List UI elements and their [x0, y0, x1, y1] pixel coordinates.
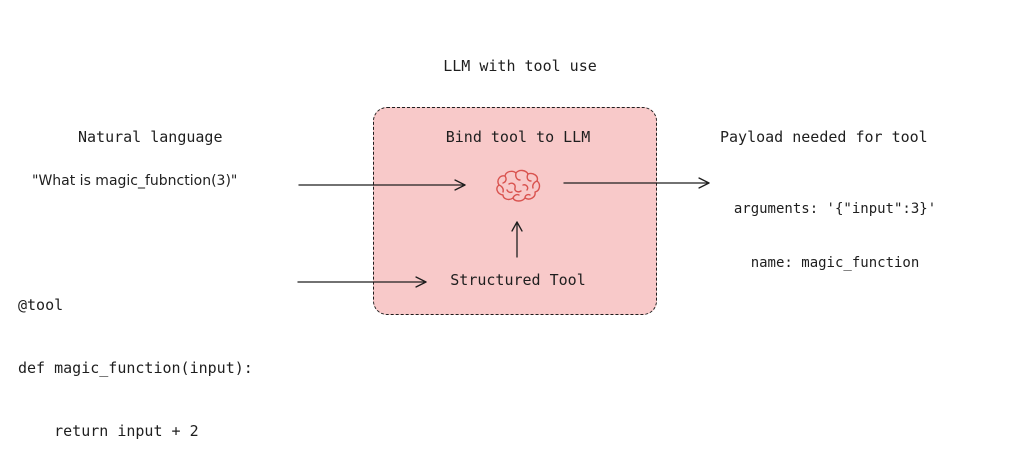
structured-tool-label: Structured Tool: [450, 271, 586, 289]
payload-name: name: magic_function: [750, 255, 920, 271]
natural-language-question: "What is magic_fubnction(3)": [32, 173, 238, 189]
arrow-question-to-llm: [298, 179, 466, 191]
payload-block: arguments: '{"input":3}' name: magic_fun…: [700, 164, 970, 290]
arrows-layer: [297, 177, 710, 288]
code-line: return input + 2: [18, 422, 199, 440]
bind-tool-box: [373, 107, 657, 315]
bind-tool-title: Bind tool to LLM: [445, 128, 591, 146]
payload-arguments: arguments: '{"input":3}': [733, 201, 937, 217]
payload-header: Payload needed for tool: [720, 128, 928, 146]
arrow-llm-to-payload: [563, 177, 710, 189]
diagram-title: LLM with tool use: [443, 57, 597, 75]
code-line: def magic_function(input):: [18, 359, 253, 377]
arrow-structured-tool-to-llm: [511, 221, 523, 258]
natural-language-header: Natural language: [78, 128, 223, 146]
brain-icon: [496, 169, 541, 202]
arrow-code-to-structured-tool: [297, 276, 427, 288]
code-line: @tool: [18, 296, 64, 314]
